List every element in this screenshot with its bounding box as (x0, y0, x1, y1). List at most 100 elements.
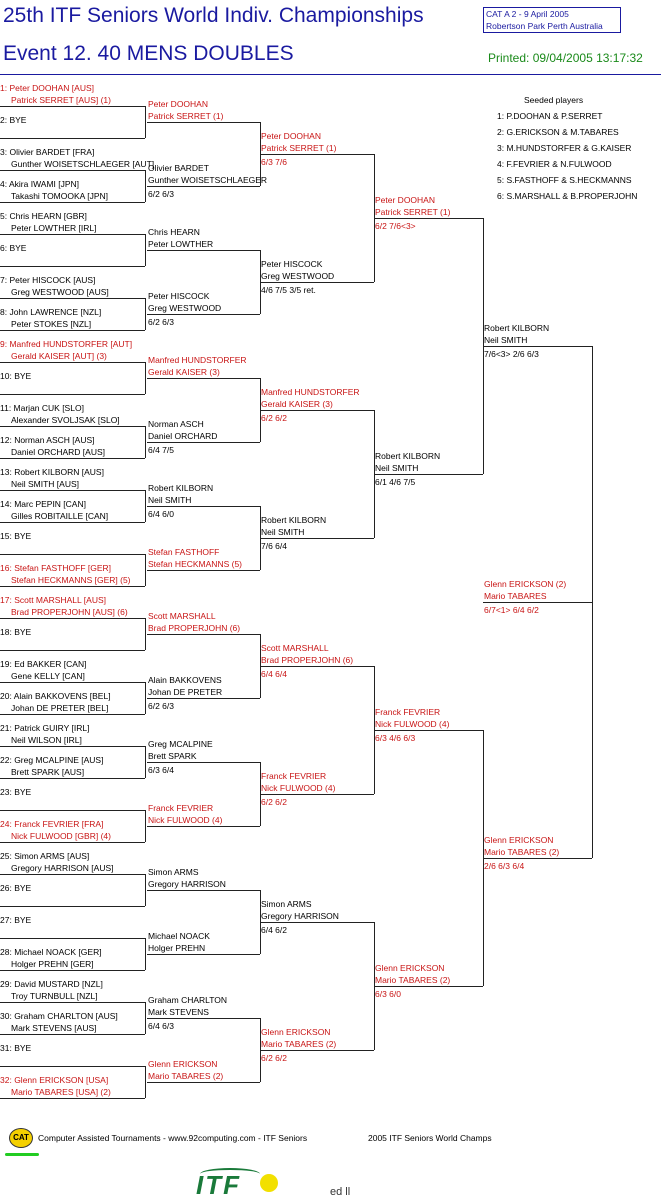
round3-entry-5-line (260, 666, 374, 667)
round2-entry-4-score: 6/2 6/3 (148, 317, 174, 327)
bracket-connector (145, 362, 146, 394)
round3-entry-7-player2: Gregory HARRISON (261, 911, 339, 921)
player-name: Greg MCALPINE [AUS] (14, 755, 104, 765)
semifinal-entry-2-line (483, 858, 592, 859)
draw-entry-32-player1: 32: Glenn ERICKSON [USA] (0, 1074, 108, 1086)
round3-entry-3-line (260, 410, 374, 411)
round2-entry-12-player1: Franck FEVRIER (148, 803, 214, 813)
round2-entry-12-player2: Nick FULWOOD (4) (148, 815, 223, 825)
quarterfinal-entry-3-line (374, 730, 483, 731)
draw-entry-12-player2: Daniel ORCHARD [AUS] (11, 447, 105, 457)
round3-entry-2-player2: Greg WESTWOOD (261, 271, 335, 281)
player-name: BYE (14, 883, 32, 893)
seeded-player-1: 1: P.DOOHAN & P.SERRET (497, 111, 603, 121)
draw-entry-6-player1: 6: BYE (0, 242, 26, 254)
round2-entry-11-score: 6/3 6/4 (148, 765, 174, 775)
final-player2: Mario TABARES (484, 591, 547, 601)
player-name: BYE (14, 915, 32, 925)
player-name: Robert KILBORN [AUS] (14, 467, 104, 477)
round3-entry-8-score: 6/2 6/2 (261, 1053, 287, 1063)
draw-entry-25-player1: 25: Simon ARMS [AUS] (0, 850, 89, 862)
draw-entry-17-player2: Brad PROPERJOHN [AUS] (6) (11, 607, 128, 617)
player-name: Chris HEARN [GBR] (9, 211, 87, 221)
quarterfinal-entry-3-score: 6/3 4/6 6/3 (375, 733, 416, 743)
round2-entry-4-player2: Greg WESTWOOD (148, 303, 222, 313)
round2-entry-13-player2: Gregory HARRISON (148, 879, 226, 889)
player-name: BYE (14, 531, 32, 541)
draw-entry-10-player1: 10: BYE (0, 370, 31, 382)
semifinal-entry-2-player2: Mario TABARES (2) (484, 847, 560, 857)
bracket-connector (145, 554, 146, 586)
quarterfinal-entry-3-player2: Nick FULWOOD (4) (375, 719, 450, 729)
round2-entry-13-player1: Simon ARMS (148, 867, 199, 877)
page-title: 25th ITF Seniors World Indiv. Championsh… (3, 4, 424, 27)
round2-entry-15-player2: Mark STEVENS (148, 1007, 209, 1017)
round2-entry-15-player1: Graham CHARLTON (148, 995, 228, 1005)
category-dates: CAT A 2 - 9 April 2005 (486, 9, 569, 19)
round3-entry-5-score: 6/4 6/4 (261, 669, 287, 679)
round2-entry-6-player2: Daniel ORCHARD (148, 431, 218, 441)
player-name: John LAWRENCE [NZL] (9, 307, 102, 317)
player-name: Glenn ERICKSON [USA] (14, 1075, 109, 1085)
draw-entry-19-player2: Gene KELLY [CAN] (11, 671, 85, 681)
round2-entry-2-line (147, 186, 260, 187)
player-name: BYE (14, 787, 32, 797)
round2-entry-1-player1: Peter DOOHAN (148, 99, 208, 109)
draw-position: 3: (0, 147, 10, 157)
round3-entry-6-player1: Franck FEVRIER (261, 771, 327, 781)
draw-entry-20-player2: Johan DE PRETER [BEL] (11, 703, 109, 713)
player-name: Norman ASCH [AUS] (14, 435, 95, 445)
bracket-connector (374, 922, 375, 1050)
round2-entry-15-line (147, 1018, 260, 1019)
draw-entry-10-line (0, 394, 145, 395)
bracket-connector (145, 298, 146, 330)
final-score: 6/7<1> 6/4 6/2 (484, 605, 539, 615)
round3-entry-1-line (260, 154, 374, 155)
bracket-connector (145, 810, 146, 842)
draw-entry-3-player2: Gunther WOISETSCHLAEGER [AUT] (11, 159, 155, 169)
round2-entry-16-player1: Glenn ERICKSON (148, 1059, 218, 1069)
draw-entry-26-line (0, 906, 145, 907)
seeded-player-3: 3: M.HUNDSTORFER & G.KAISER (497, 143, 632, 153)
round2-entry-10-score: 6/2 6/3 (148, 701, 174, 711)
draw-entry-1-player1: 1: Peter DOOHAN [AUS] (0, 82, 94, 94)
player-name: Peter HISCOCK [AUS] (9, 275, 96, 285)
semifinal-entry-2-score: 2/6 6/3 6/4 (484, 861, 525, 871)
draw-position: 7: (0, 275, 10, 285)
round2-entry-14-line (147, 954, 260, 955)
player-name: BYE (14, 1043, 32, 1053)
draw-position: 16: (0, 563, 15, 573)
draw-entry-22-line (0, 778, 145, 779)
draw-entry-20-player1: 20: Alain BAKKOVENS [BEL] (0, 690, 111, 702)
draw-entry-23-player1: 23: BYE (0, 786, 31, 798)
draw-entry-27-line (0, 938, 145, 939)
draw-position: 20: (0, 691, 14, 701)
round2-entry-8-line (147, 570, 260, 571)
draw-position: 32: (0, 1075, 15, 1085)
draw-entry-9-player1: 9: Manfred HUNDSTORFER [AUT] (0, 338, 132, 350)
bracket-connector (374, 666, 375, 794)
draw-entry-17-player1: 17: Scott MARSHALL [AUS] (0, 594, 106, 606)
player-name: Alain BAKKOVENS [BEL] (13, 691, 111, 701)
round3-entry-2-player1: Peter HISCOCK (261, 259, 323, 269)
player-name: Olivier BARDET [FRA] (9, 147, 95, 157)
draw-entry-30-player1: 30: Graham CHARLTON [AUS] (0, 1010, 118, 1022)
draw-entry-21-player2: Neil WILSON [IRL] (11, 735, 82, 745)
seeded-player-4: 4: F.FEVRIER & N.FULWOOD (497, 159, 612, 169)
bracket-connector (145, 490, 146, 522)
draw-entry-24-player2: Nick FULWOOD [GBR] (4) (11, 831, 111, 841)
draw-entry-18-player1: 18: BYE (0, 626, 31, 638)
draw-entry-19-player1: 19: Ed BAKKER [CAN] (0, 658, 86, 670)
draw-position: 17: (0, 595, 15, 605)
draw-position: 4: (0, 179, 9, 189)
draw-entry-28-player1: 28: Michael NOACK [GER] (0, 946, 102, 958)
draw-entry-18-line (0, 650, 145, 651)
player-name: Franck FEVRIER [FRA] (14, 819, 104, 829)
quarterfinal-entry-2-player2: Neil SMITH (375, 463, 419, 473)
draw-position: 25: (0, 851, 15, 861)
round2-entry-8-player1: Stefan FASTHOFF (148, 547, 220, 557)
draw-entry-16-player1: 16: Stefan FASTHOFF [GER] (0, 562, 111, 574)
tournament-info-box: CAT A 2 - 9 April 2005 Robertson Park Pe… (483, 7, 621, 33)
round3-entry-1-score: 6/3 7/6 (261, 157, 287, 167)
draw-position: 14: (0, 499, 15, 509)
